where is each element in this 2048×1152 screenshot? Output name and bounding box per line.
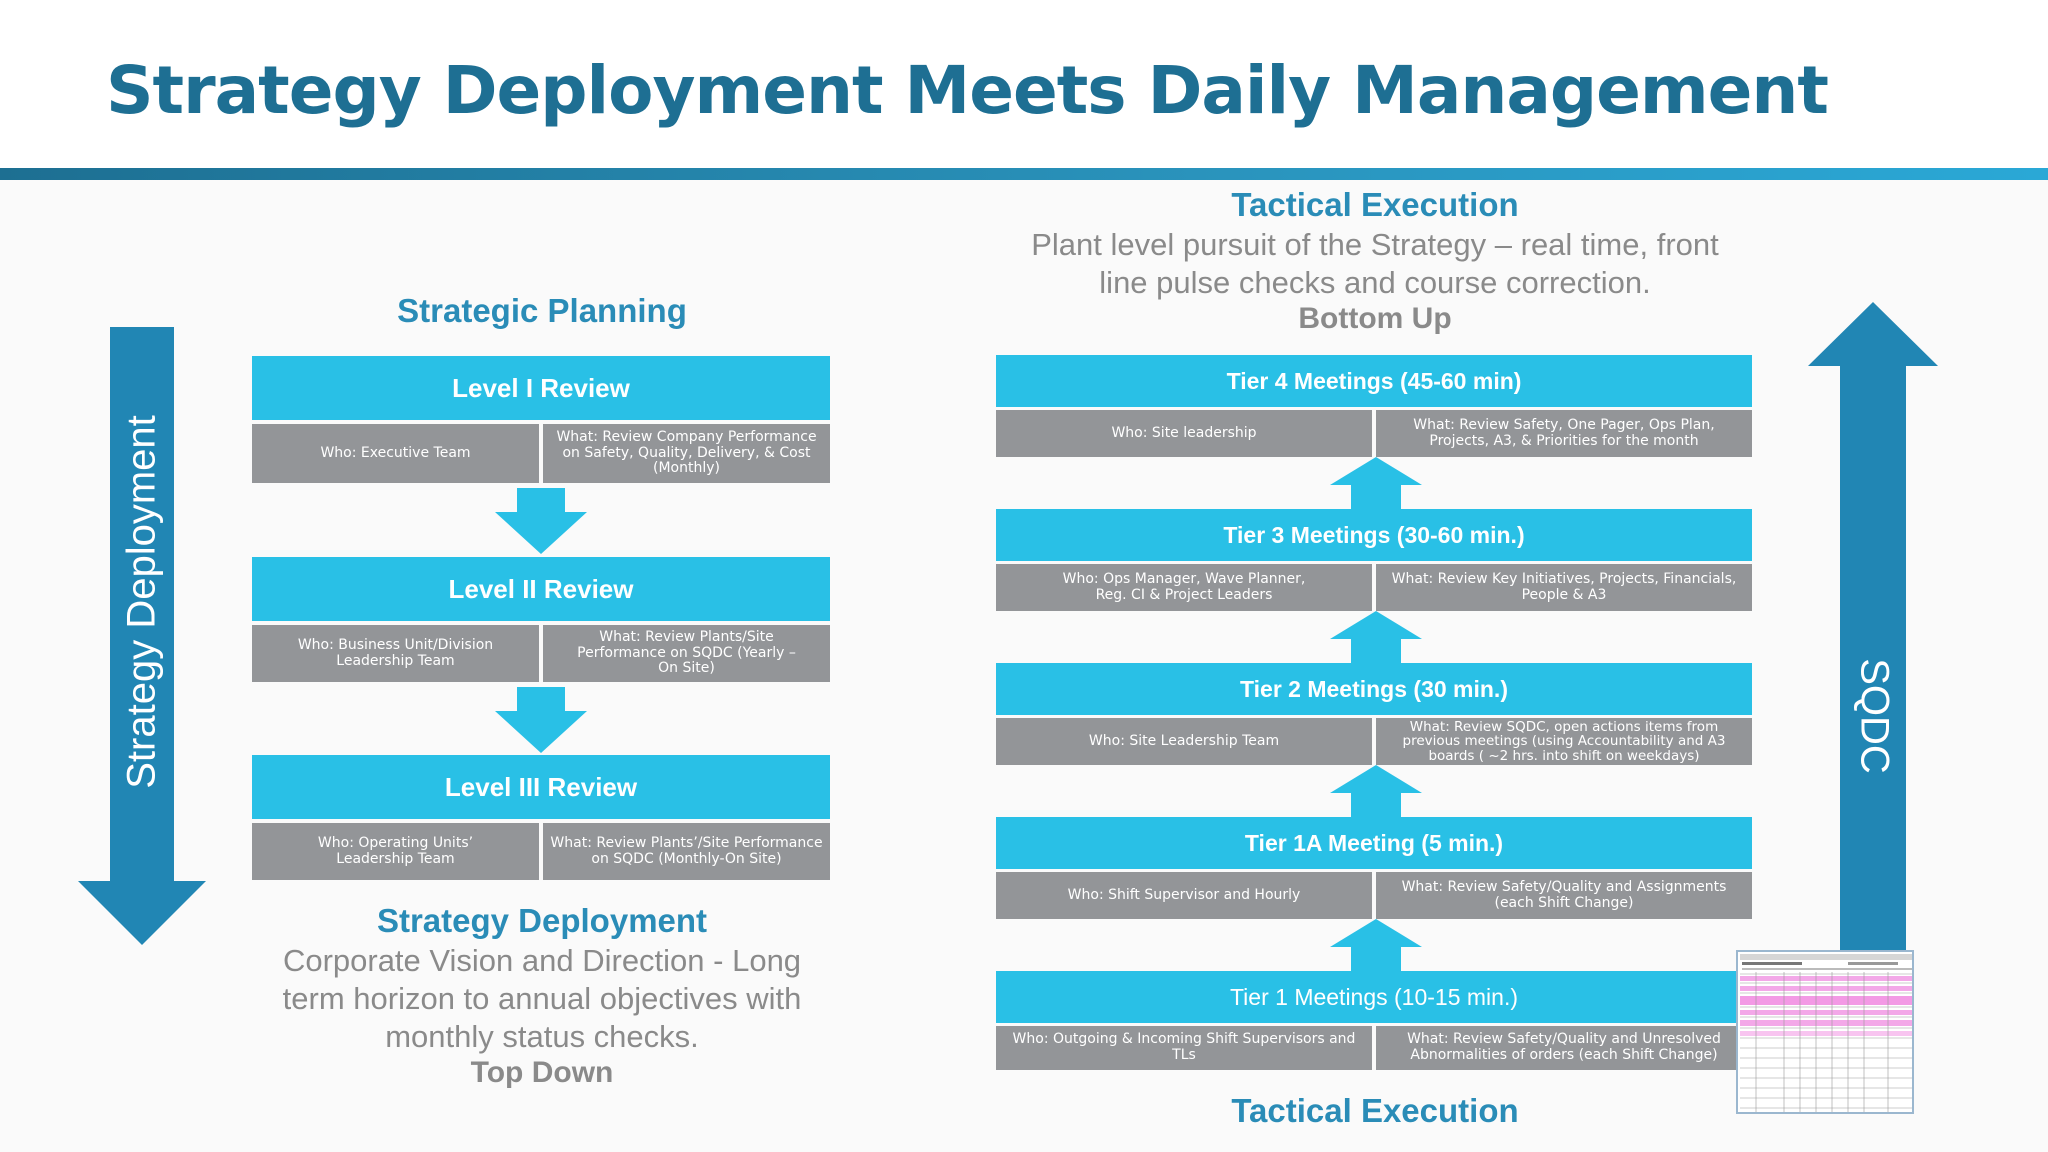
strategy-deployment-down-arrow: [78, 327, 206, 945]
sqdc-side-label: SQDC: [1852, 658, 1897, 774]
tier-1a-who: Who: Shift Supervisor and Hourly: [996, 872, 1372, 919]
level-1-review-bar: Level I Review: [252, 356, 830, 420]
header-divider: [0, 168, 2048, 180]
tier-2-to-3-arrow: [1330, 611, 1422, 668]
tier-2-who: Who: Site Leadership Team: [996, 718, 1372, 765]
strategy-deployment-side-label: Strategy Deployment: [119, 415, 164, 789]
tier-4-bar: Tier 4 Meetings (45-60 min): [996, 355, 1752, 407]
tier-3-to-4-arrow: [1330, 457, 1422, 514]
level-1-what: What: Review Company Performance on Safe…: [543, 424, 830, 483]
tier-3-bar: Tier 3 Meetings (30-60 min.): [996, 509, 1752, 561]
level-2-review-bar: Level II Review: [252, 557, 830, 621]
tier-4-who: Who: Site leadership: [996, 410, 1372, 457]
level-3-review-bar: Level III Review: [252, 755, 830, 819]
level-2-who: Who: Business Unit/Division Leadership T…: [252, 625, 539, 682]
bottom-up-label: Bottom Up: [1298, 302, 1452, 335]
tier-3-who: Who: Ops Manager, Wave Planner, Reg. CI …: [996, 564, 1372, 611]
tier-1a-what: What: Review Safety/Quality and Assignme…: [1376, 872, 1752, 919]
tier-2-what: What: Review SQDC, open actions items fr…: [1376, 718, 1752, 765]
tactical-execution-description: Plant level pursuit of the Strategy – re…: [1031, 227, 1719, 300]
level-1-who: Who: Executive Team: [252, 424, 539, 483]
level-1-to-2-arrow: [495, 488, 587, 559]
top-down-label: Top Down: [470, 1056, 614, 1089]
tier-1-what: What: Review Safety/Quality and Unresolv…: [1376, 1026, 1752, 1070]
tier-1a-bar: Tier 1A Meeting (5 min.): [996, 817, 1752, 869]
level-2-to-3-arrow: [495, 687, 587, 758]
strategic-planning-heading: Strategic Planning: [397, 292, 687, 329]
tier-1-to-1a-arrow: [1330, 919, 1422, 976]
tier-2-bar: Tier 2 Meetings (30 min.): [996, 663, 1752, 715]
tier-1-who: Who: Outgoing & Incoming Shift Superviso…: [996, 1026, 1372, 1070]
checklist-document-thumbnail: [1736, 950, 1914, 1114]
sqdc-up-arrow: [1808, 302, 1938, 952]
tactical-execution-heading: Tactical Execution: [1231, 186, 1519, 223]
level-2-what: What: Review Plants/Site Performance on …: [543, 625, 830, 682]
level-3-who: Who: Operating Units’ Leadership Team: [252, 823, 539, 880]
tier-3-what: What: Review Key Initiatives, Projects, …: [1376, 564, 1752, 611]
tier-1a-to-2-arrow: [1330, 765, 1422, 822]
strategy-deployment-heading: Strategy Deployment: [376, 902, 708, 939]
page-title: Strategy Deployment Meets Daily Manageme…: [106, 52, 1829, 129]
tier-1-bar: Tier 1 Meetings (10-15 min.): [996, 971, 1752, 1023]
tier-4-what: What: Review Safety, One Pager, Ops Plan…: [1376, 410, 1752, 457]
strategy-deployment-description: Corporate Vision and Direction - Long te…: [282, 943, 802, 1054]
level-3-what: What: Review Plants’/Site Performance on…: [543, 823, 830, 880]
tactical-execution-footer-heading: Tactical Execution: [1231, 1092, 1519, 1129]
